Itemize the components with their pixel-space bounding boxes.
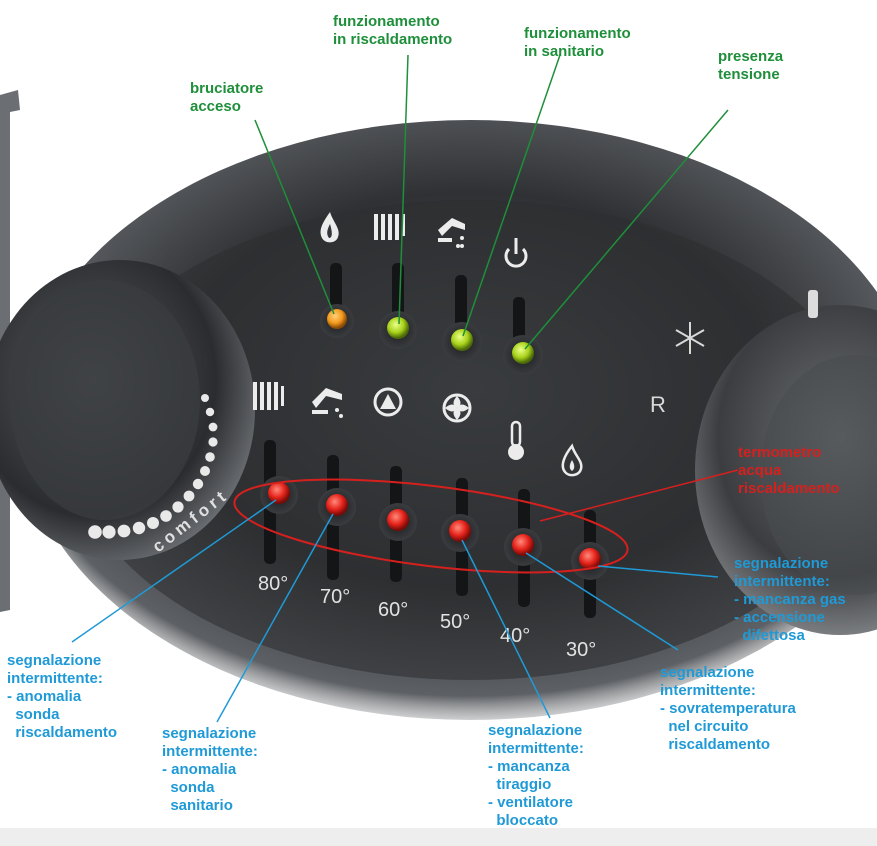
radiator-alert-icon: [253, 382, 284, 410]
left-knob[interactable]: [0, 260, 255, 560]
right-knob[interactable]: [695, 290, 877, 635]
leader-line-red: [539, 469, 739, 522]
label-anomalia-sonda-sanitario: segnalazione intermittente: - anomalia s…: [162, 725, 258, 814]
power-icon: [504, 238, 528, 268]
led-50: [441, 514, 479, 552]
led-70: [318, 488, 356, 526]
flame-gas-icon: [561, 443, 583, 477]
temp-70: 70°: [320, 586, 350, 608]
r-mark: R: [650, 392, 666, 417]
temp-80: 80°: [258, 573, 288, 595]
temp-40: 40°: [500, 625, 530, 647]
label-funzionamento-riscaldamento: funzionamento in riscaldamento: [333, 13, 453, 48]
leader-lines-green: [254, 54, 729, 350]
label-presenza-tensione: presenza tensione: [718, 48, 784, 83]
label-termometro: termometro acqua riscaldamento: [738, 444, 840, 497]
led-tensione: [503, 335, 543, 375]
led-bruciatore: [320, 304, 354, 338]
temp-50: 50°: [440, 611, 470, 633]
label-anomalia-sonda-riscaldamento: segnalazione intermittente: - anomalia s…: [7, 652, 118, 741]
flame-icon: [320, 212, 339, 243]
label-sovratemperatura: segnalazione intermittente: - sovratempe…: [660, 664, 796, 753]
thermometer-icon: [508, 420, 524, 460]
flue-icon: [373, 387, 403, 417]
thermometer-ellipse: [233, 478, 629, 574]
label-mancanza-tiraggio: segnalazione intermittente: - mancanza t…: [488, 722, 584, 829]
led-60: [379, 503, 417, 541]
temperature-scale: 80° 70° 60° 50° 40° 30°: [258, 573, 596, 661]
label-mancanza-gas: segnalazione intermittente: - mancanza g…: [734, 555, 846, 644]
radiator-icon: [374, 214, 405, 240]
temp-60: 60°: [378, 599, 408, 621]
comfort-scale-dots: [88, 394, 218, 539]
bottom-bar: [0, 828, 877, 846]
tap-icon: [438, 218, 465, 248]
label-bruciatore-acceso: bruciatore acceso: [190, 80, 264, 115]
fan-icon: [442, 393, 472, 423]
temp-30: 30°: [566, 639, 596, 661]
leader-lines-blue: [71, 499, 719, 723]
led-riscaldamento: [379, 311, 417, 349]
label-funzionamento-sanitario: funzionamento in sanitario: [524, 25, 631, 60]
led-sanitario: [442, 322, 482, 362]
snowflake-icon: [675, 322, 705, 354]
led-30: [571, 542, 609, 580]
tap-alert-icon: [312, 388, 343, 418]
